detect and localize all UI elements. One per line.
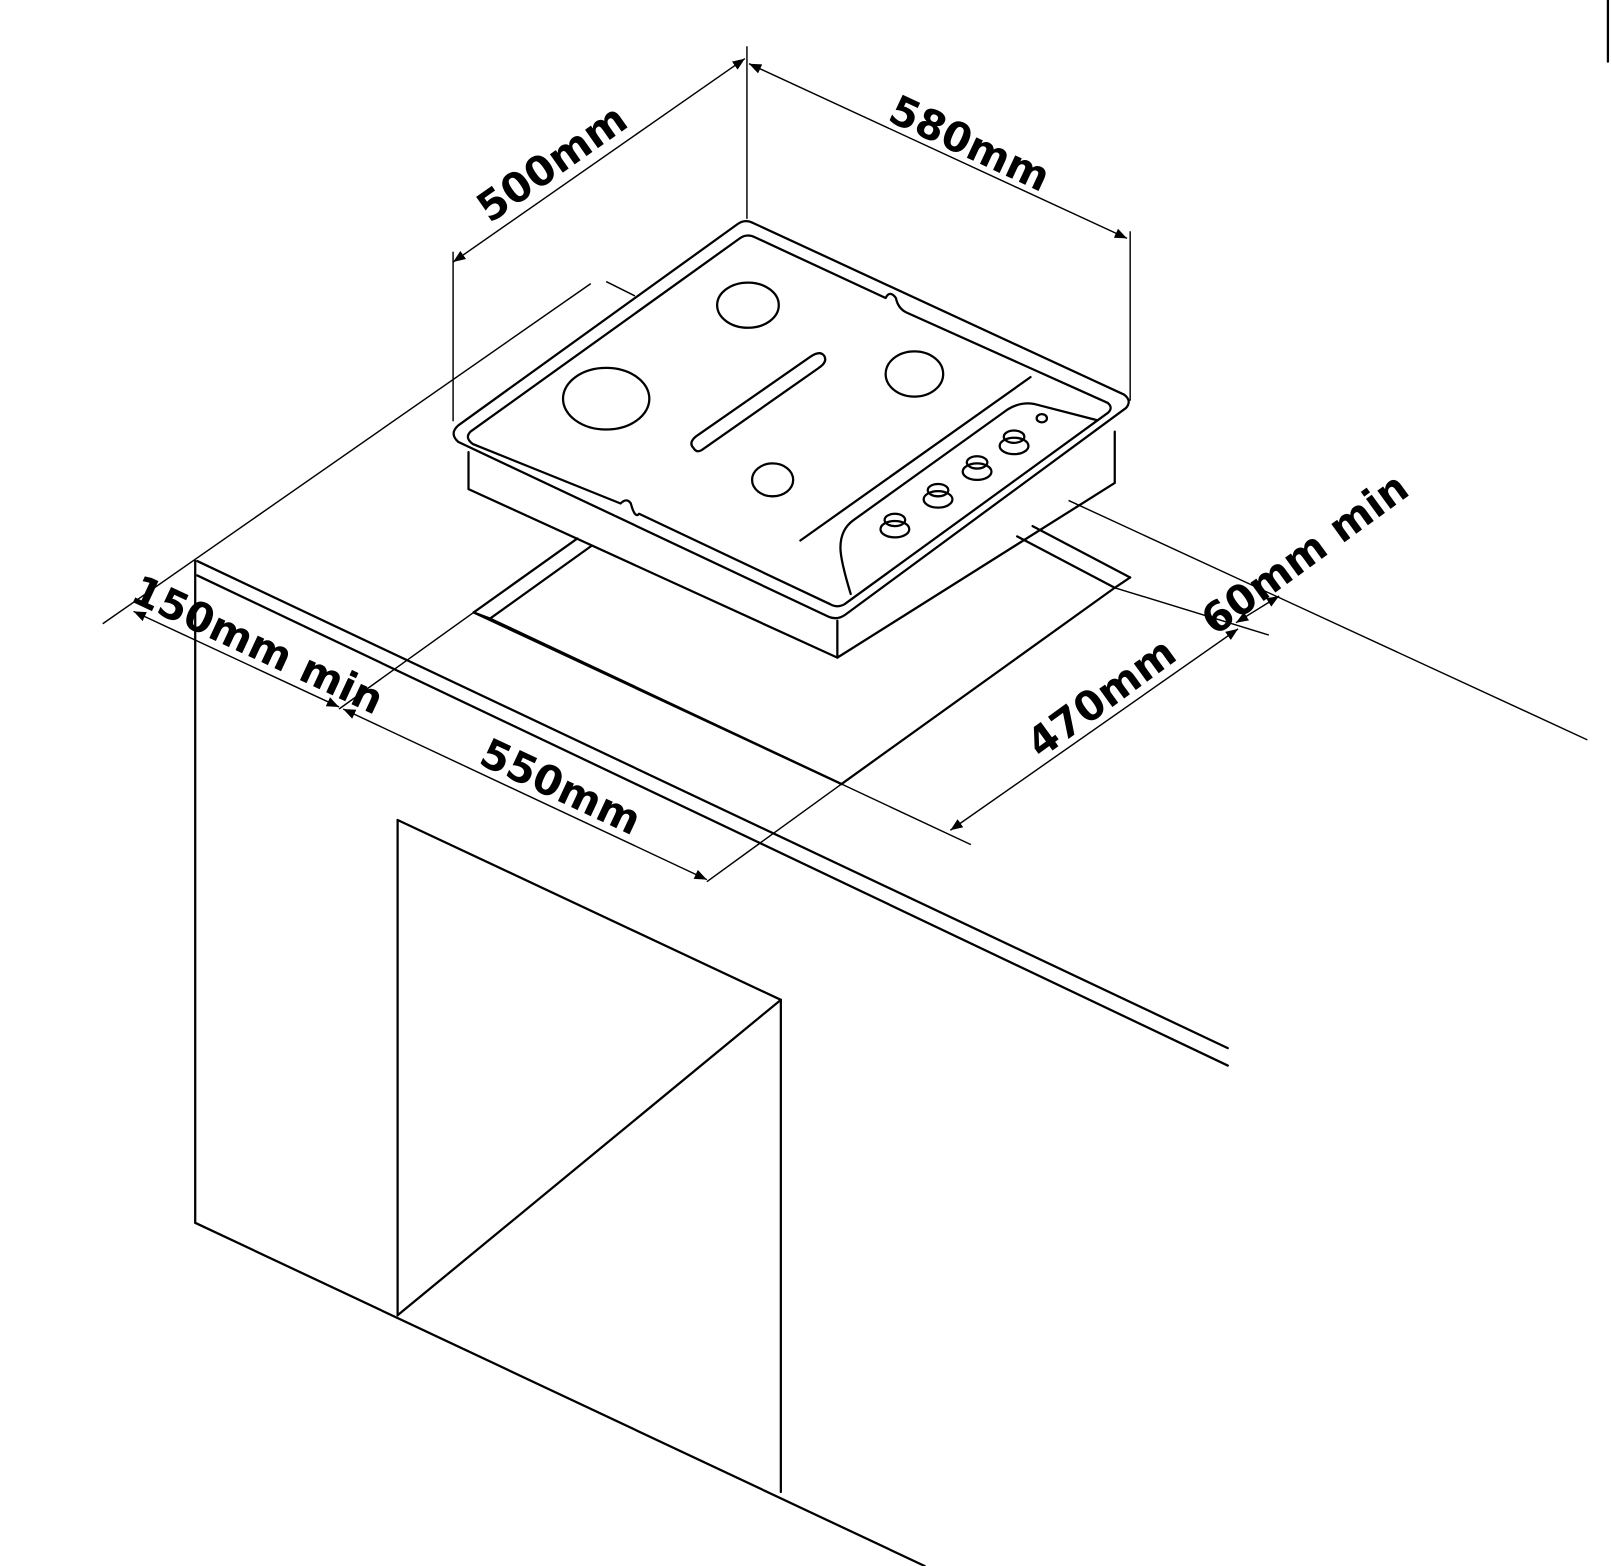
control-panel-divider xyxy=(799,375,1032,542)
hob-base xyxy=(467,430,1116,659)
label-cutout-width: 550mm xyxy=(473,729,649,845)
countertop-bottom-front-edge xyxy=(196,574,1229,1067)
hob-inner-rim xyxy=(466,234,1112,608)
cabinet-opening xyxy=(396,818,782,1494)
dim-line-500 xyxy=(452,57,746,263)
burner-back xyxy=(716,281,780,329)
knob-icon xyxy=(961,455,993,482)
countertop-top-front-edge xyxy=(196,559,1229,1050)
label-cutout-depth: 470mm xyxy=(1018,628,1185,768)
label-hob-depth: 500mm xyxy=(468,94,636,232)
gas-hob xyxy=(452,220,1130,659)
burner-right xyxy=(884,350,945,398)
cabinet-bottom-edge xyxy=(194,1221,926,1566)
knob-icon xyxy=(922,482,954,509)
control-panel xyxy=(839,402,1099,596)
countertop-back-edge xyxy=(605,280,636,297)
dimension-lines xyxy=(133,57,1280,881)
hob-top-plate xyxy=(452,220,1130,620)
dim-line-60 xyxy=(1235,595,1280,624)
dim-line-580 xyxy=(748,63,1128,240)
burner-left xyxy=(561,366,651,431)
countertop-cutout xyxy=(472,524,1132,786)
label-hob-width: 580mm xyxy=(882,86,1058,202)
hob-center-slot xyxy=(690,352,827,453)
dim-line-150 xyxy=(133,610,340,708)
control-knobs xyxy=(879,412,1049,539)
extension-lines xyxy=(338,46,1588,883)
dim-line-550 xyxy=(342,708,708,881)
knob-icon xyxy=(998,429,1030,456)
ignition-indicator xyxy=(1035,412,1049,424)
cabinet xyxy=(102,280,1229,1566)
burner-front xyxy=(750,462,795,498)
label-back-clearance: 60mm min xyxy=(1192,463,1417,645)
dim-line-470 xyxy=(949,628,1239,831)
knob-icon xyxy=(879,512,911,539)
countertop-left-edge xyxy=(102,283,592,625)
